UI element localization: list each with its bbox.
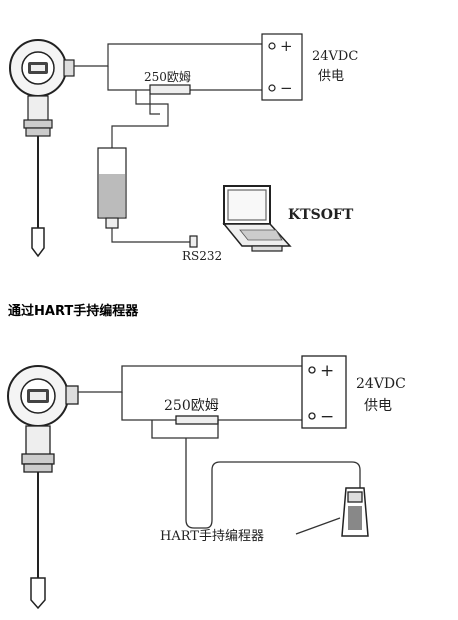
plus-sign-bottom: +: [320, 361, 334, 381]
software-label: KTSOFT: [288, 207, 354, 223]
diagram-bottom-text: + − 24VDC 供电 250欧姆 HART手持编程器: [160, 361, 406, 544]
plus-sign-top: +: [280, 37, 293, 55]
loop-wire-bottom: [107, 66, 262, 91]
power-label-top: 24VDC: [312, 49, 358, 64]
minus-sign-bottom: −: [320, 407, 334, 427]
level-transmitter-icon: [9, 39, 75, 258]
power-label-bottom: 24VDC: [356, 376, 406, 392]
handheld-pointer-line: [295, 517, 341, 535]
resistor-symbol: [175, 415, 219, 425]
handheld-label: HART手持编程器: [160, 529, 264, 544]
power-sub-top: 供电: [318, 69, 344, 84]
resistor-label-bottom: 250欧姆: [164, 398, 219, 414]
laptop-icon: [222, 185, 292, 252]
loop-wire-top: [74, 43, 262, 67]
resistor-label-top: 250欧姆: [144, 70, 191, 84]
minus-sign-top: −: [280, 79, 293, 97]
loop-wire-top: [78, 365, 302, 393]
diagram-top: [9, 33, 303, 258]
section-heading: 通过HART手持编程器: [8, 304, 139, 319]
loop-wire-bottom: [121, 392, 302, 421]
diagram-bottom: [7, 355, 369, 610]
rs232-plug: [189, 235, 198, 248]
diagram-top-text: + − 24VDC 供电 250欧姆 KTSOFT RS232: [144, 37, 358, 263]
resistor-symbol: [149, 84, 191, 95]
power-sub-bottom: 供电: [364, 398, 392, 414]
port-label: RS232: [182, 249, 222, 263]
level-transmitter-icon: [7, 365, 79, 610]
hart-handheld-icon: [341, 487, 369, 537]
